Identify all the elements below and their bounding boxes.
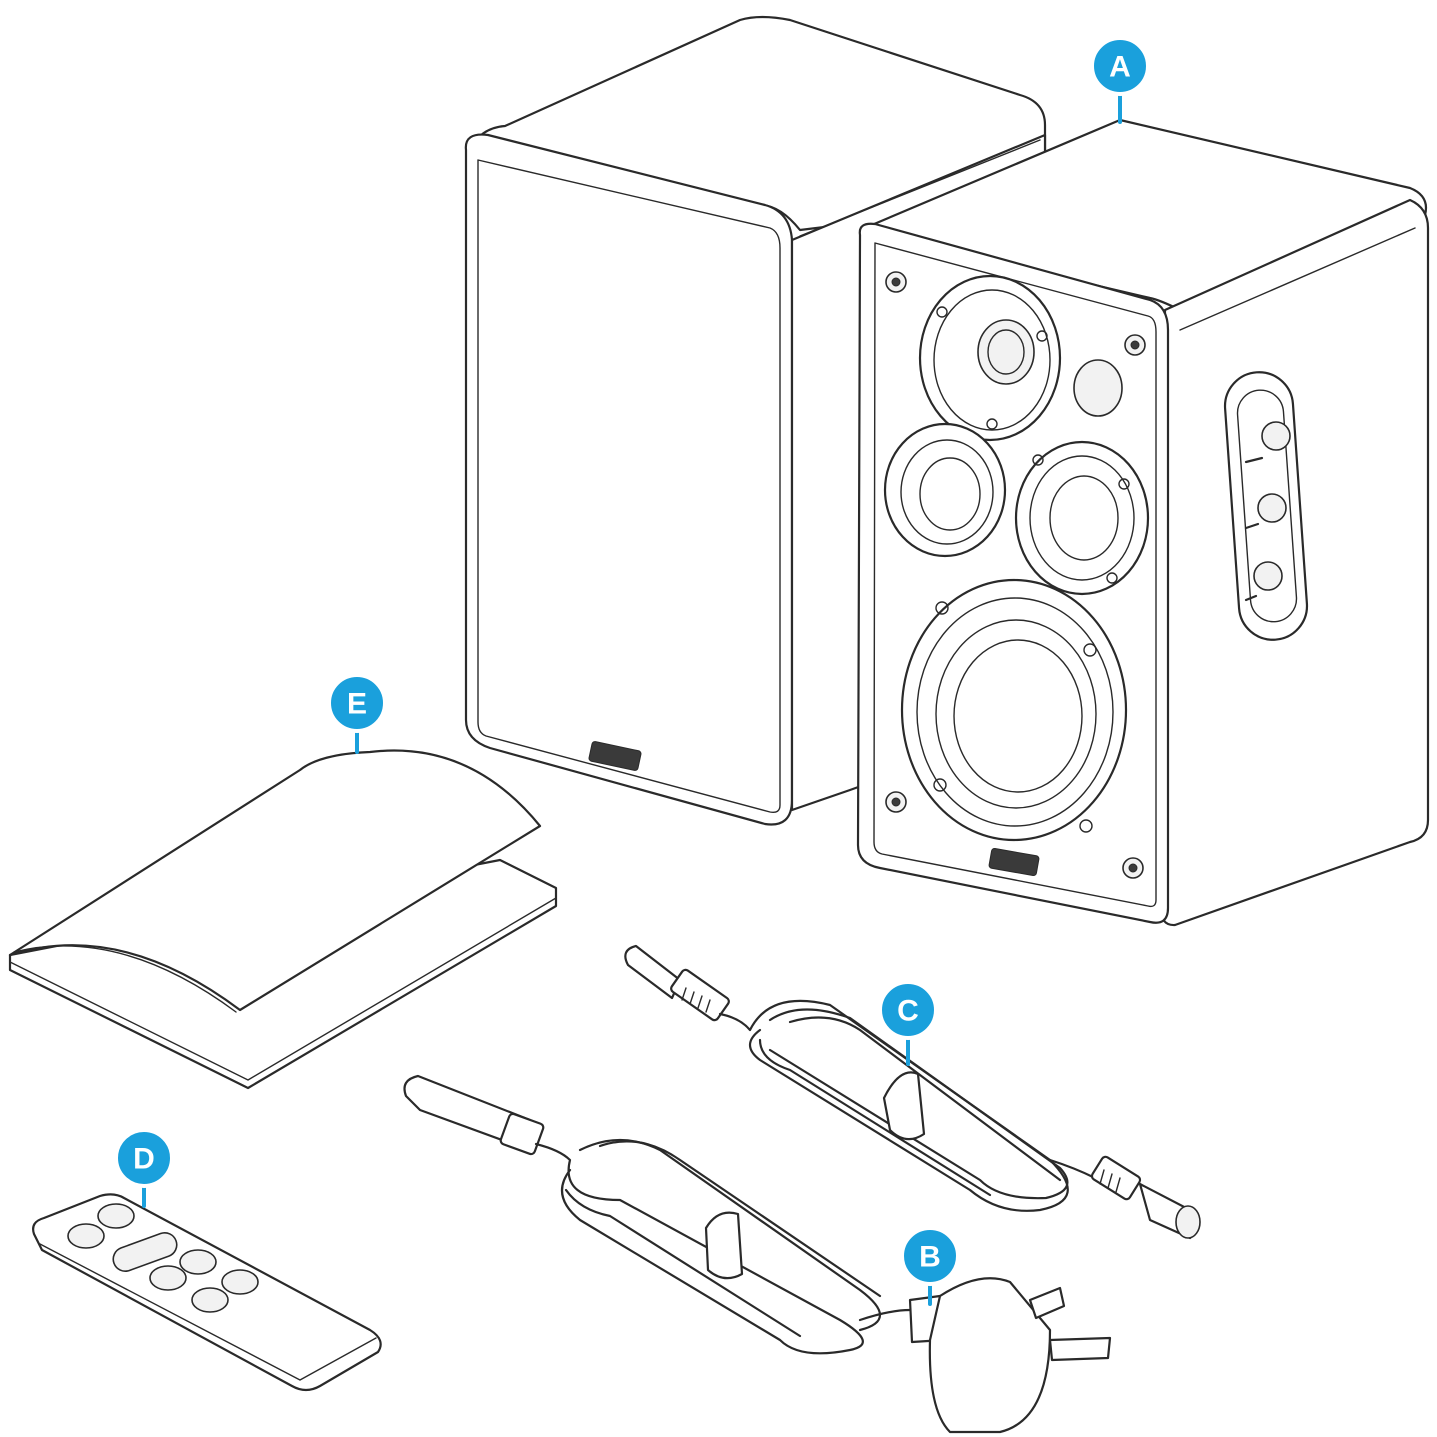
- front-speaker-illustration: [856, 118, 1430, 927]
- control-knob-1: [1261, 421, 1291, 451]
- remote-button: [112, 1232, 178, 1272]
- bass-port: [1073, 359, 1123, 417]
- callout-c-label: C: [897, 995, 919, 1028]
- remote-button: [179, 1249, 217, 1275]
- remote-button: [221, 1269, 259, 1295]
- remote-control-illustration: [32, 1193, 382, 1392]
- midrange-driver-left: [883, 422, 1007, 558]
- midrange-driver-right: [1014, 440, 1150, 596]
- side-control-panel: [1223, 371, 1309, 641]
- user-manual-illustration: [8, 749, 558, 1090]
- brand-badge-front: [988, 847, 1040, 877]
- callout-e: E: [327, 673, 387, 754]
- tweeter-driver: [918, 274, 1062, 442]
- control-knob-3: [1253, 561, 1283, 591]
- callout-c: C: [878, 980, 938, 1066]
- callout-b-label: B: [919, 1241, 941, 1274]
- remote-button: [149, 1265, 187, 1291]
- callout-a: A: [1090, 36, 1150, 124]
- control-knob-2: [1257, 493, 1287, 523]
- remote-power-button: [97, 1203, 135, 1229]
- callout-b: B: [900, 1226, 960, 1306]
- callout-a-label: A: [1109, 51, 1131, 84]
- remote-button: [191, 1287, 229, 1313]
- remote-button: [67, 1223, 105, 1249]
- callout-e-label: E: [347, 688, 367, 721]
- callout-d-label: D: [133, 1143, 155, 1176]
- woofer-driver: [900, 578, 1128, 842]
- callout-d: D: [114, 1128, 174, 1208]
- audio-cable-illustration: [624, 944, 1201, 1240]
- brand-badge-rear: [588, 741, 642, 771]
